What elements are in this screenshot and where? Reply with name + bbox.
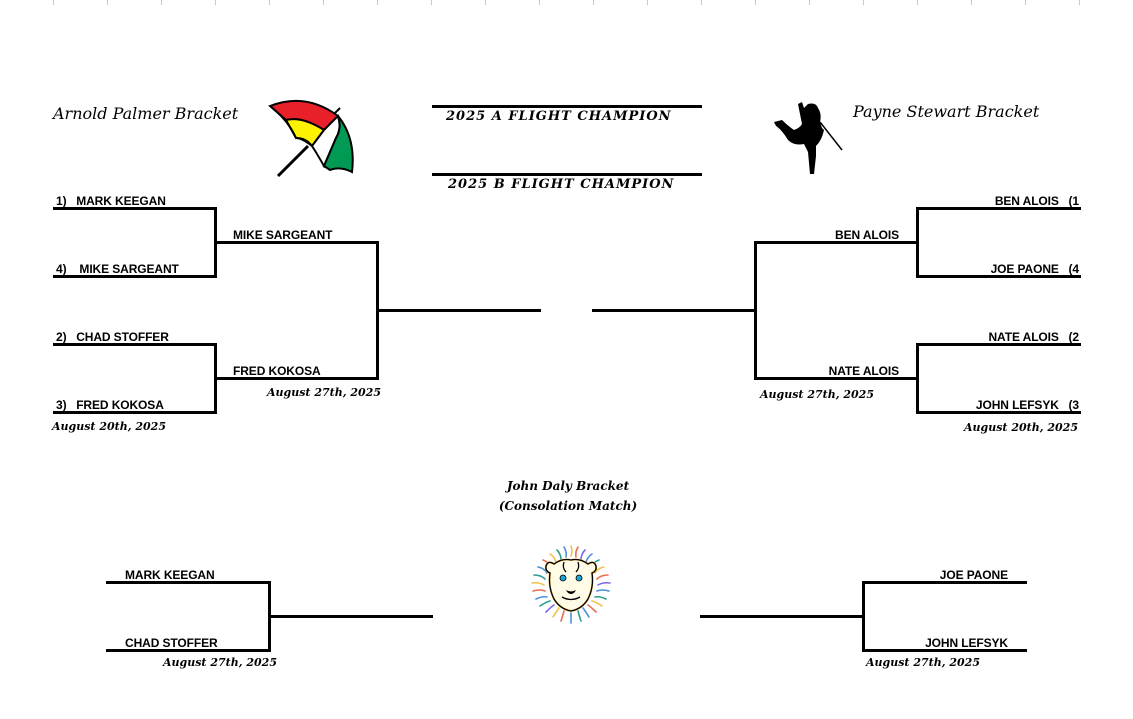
bracket-final-line	[268, 615, 433, 618]
column-tick	[431, 0, 432, 5]
player-name: NATE ALOIS	[988, 330, 1059, 344]
bracket-line	[106, 581, 271, 584]
column-tick	[971, 0, 972, 5]
bracket-line	[916, 411, 1081, 414]
consolation-subtitle: (Consolation Match)	[498, 499, 638, 513]
round1-date: August 20th, 2025	[964, 421, 1078, 434]
seed: (3	[1068, 398, 1080, 412]
seed: 3)	[56, 398, 67, 412]
player-name: JOE PAONE	[939, 568, 1008, 582]
seed: (4	[1068, 262, 1080, 276]
round1-date: August 20th, 2025	[52, 420, 166, 433]
column-tick	[755, 0, 756, 5]
bracket-line	[862, 649, 1027, 652]
golfer-silhouette-icon	[774, 102, 843, 174]
column-tick	[161, 0, 162, 5]
bracket-final-line	[700, 615, 865, 618]
player-slot: 1) MARK KEEGAN	[56, 194, 166, 208]
player-slot: 2) CHAD STOFFER	[56, 330, 169, 344]
player-name: MARK KEEGAN	[125, 568, 215, 582]
bracket-line	[53, 207, 217, 210]
seed: 4)	[56, 262, 67, 276]
bracket-line	[53, 275, 217, 278]
column-tick	[485, 0, 486, 5]
player-slot: NATE ALOIS (2	[988, 330, 1079, 344]
column-tick	[647, 0, 648, 5]
bracket-line	[53, 411, 217, 414]
column-tick	[377, 0, 378, 5]
column-tick	[323, 0, 324, 5]
column-tick	[539, 0, 540, 5]
round2-date: August 27th, 2025	[267, 386, 381, 399]
player-name: MIKE SARGEANT	[79, 262, 179, 276]
round2-date: August 27th, 2025	[760, 388, 874, 401]
lion-icon	[531, 545, 611, 624]
seed: 2)	[56, 330, 67, 344]
column-tick	[269, 0, 270, 5]
player-slot: 4) MIKE SARGEANT	[56, 262, 179, 276]
player-name: JOHN LEFSYK	[925, 636, 1008, 650]
column-tick	[107, 0, 108, 5]
umbrella-icon	[268, 99, 354, 178]
player-name: CHAD STOFFER	[125, 636, 218, 650]
column-tick	[701, 0, 702, 5]
consolation-date: August 27th, 2025	[866, 656, 980, 669]
player-name: BEN ALOIS	[994, 194, 1059, 208]
seed: (1	[1068, 194, 1080, 208]
player-slot: 3) FRED KOKOSA	[56, 398, 164, 412]
bracket-line	[916, 343, 1081, 346]
player-name: CHAD STOFFER	[76, 330, 169, 344]
player-name: MIKE SARGEANT	[233, 228, 333, 242]
column-tick	[809, 0, 810, 5]
left-bracket-title: Arnold Palmer Bracket	[53, 104, 239, 123]
b-flight-champion-label: 2025 B FLIGHT CHAMPION	[448, 177, 675, 192]
bracket-final-line	[376, 309, 541, 312]
player-slot: JOHN LEFSYK (3	[976, 398, 1079, 412]
player-slot: BEN ALOIS (1	[995, 194, 1079, 208]
bracket-line	[862, 581, 1027, 584]
bracket-line	[754, 377, 919, 380]
bracket-line	[214, 377, 379, 380]
a-flight-champion-label: 2025 A FLIGHT CHAMPION	[446, 109, 672, 124]
bracket-line	[916, 207, 1081, 210]
consolation-title: John Daly Bracket	[506, 479, 630, 493]
player-name: NATE ALOIS	[828, 364, 899, 378]
seed: 1)	[56, 194, 67, 208]
bracket-line	[754, 241, 919, 244]
right-bracket-title: Payne Stewart Bracket	[853, 102, 1040, 121]
column-tick	[1025, 0, 1026, 5]
player-name: JOE PAONE	[990, 262, 1059, 276]
b-flight-champion-line	[432, 173, 702, 176]
player-name: JOHN LEFSYK	[975, 398, 1059, 412]
bracket-final-line	[592, 309, 757, 312]
column-tick	[1079, 0, 1080, 5]
a-flight-champion-line	[432, 105, 702, 108]
bracket-line	[106, 649, 271, 652]
column-tick	[215, 0, 216, 5]
player-name: FRED KOKOSA	[233, 364, 321, 378]
column-tick	[53, 0, 54, 5]
column-tick	[917, 0, 918, 5]
seed: (2	[1068, 330, 1080, 344]
player-slot: JOE PAONE (4	[990, 262, 1080, 276]
player-name: BEN ALOIS	[835, 228, 899, 242]
bracket-line	[916, 275, 1081, 278]
bracket-line	[53, 343, 217, 346]
player-name: MARK KEEGAN	[76, 194, 166, 208]
column-tick	[593, 0, 594, 5]
column-tick	[863, 0, 864, 5]
consolation-date: August 27th, 2025	[163, 656, 277, 669]
bracket-line	[214, 241, 379, 244]
player-name: FRED KOKOSA	[76, 398, 164, 412]
